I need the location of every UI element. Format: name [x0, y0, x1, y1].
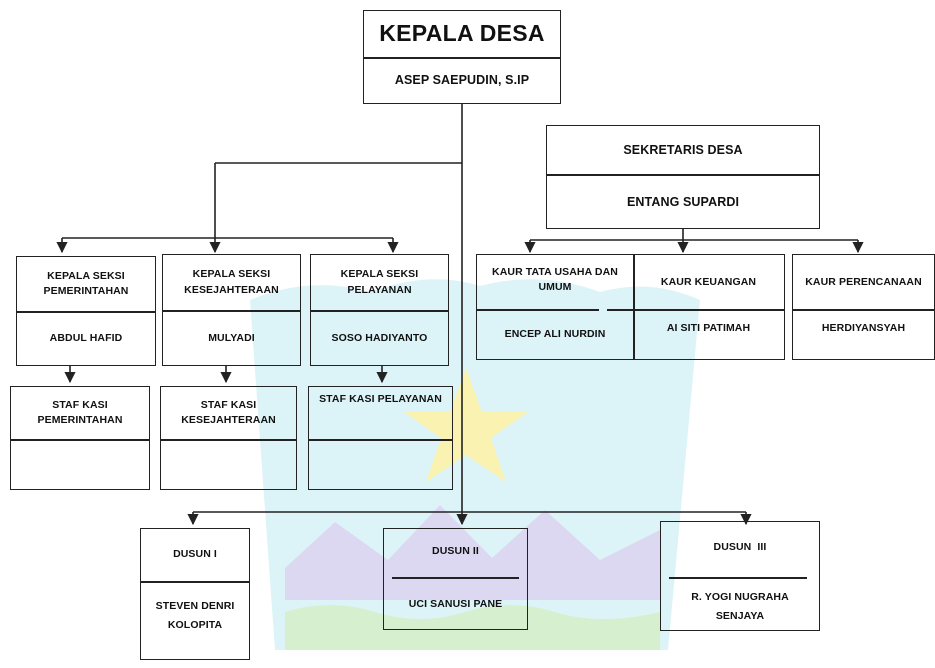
divider [607, 309, 784, 311]
dusun-3-box: DUSUN III R. YOGI NUGRAHA SENJAYA [660, 521, 820, 631]
kasi-pemerintahan-title: KEPALA SEKSI PEMERINTAHAN [43, 269, 129, 297]
kasi-kesejahteraan-box: KEPALA SEKSI KESEJAHTERAAN MULYADI [162, 254, 301, 366]
dusun-1-title: DUSUN I [173, 548, 217, 561]
kaur-perencanaan-name: HERDIYANSYAH [821, 322, 906, 335]
divider [141, 581, 249, 583]
kaur-perencanaan-title: KAUR PERENCANAAN [805, 276, 922, 289]
dusun-2-title: DUSUN II [432, 545, 479, 558]
divider [793, 309, 934, 311]
kaur-group-box: KAUR TATA USAHA DAN UMUM ENCEP ALI NURDI… [476, 254, 785, 360]
kaur-tata-usaha-name: ENCEP ALI NURDIN [504, 328, 606, 341]
kepala-desa-title: KEPALA DESA [379, 20, 545, 47]
kepala-desa-box: KEPALA DESA ASEP SAEPUDIN, S.IP [363, 10, 561, 104]
dusun-3-title: DUSUN III [713, 541, 767, 554]
staf-kasi-pelayanan-label: STAF KASI PELAYANAN [319, 393, 442, 406]
sekretaris-desa-name: ENTANG SUPARDI [626, 194, 740, 209]
staf-kasi-kesejahteraan-label: STAF KASI KESEJAHTERAAN [181, 398, 276, 426]
sekretaris-desa-box: SEKRETARIS DESA ENTANG SUPARDI [546, 125, 820, 229]
kasi-pelayanan-title: KEPALA SEKSI PELAYANAN [340, 268, 419, 296]
divider [161, 439, 296, 441]
divider [633, 255, 635, 359]
kasi-pemerintahan-box: KEPALA SEKSI PEMERINTAHAN ABDUL HAFID [16, 256, 156, 366]
kepala-desa-name: ASEP SAEPUDIN, S.IP [394, 73, 530, 88]
watermark-mountains [285, 505, 660, 600]
divider [392, 577, 519, 579]
staf-kasi-kesejahteraan-box: STAF KASI KESEJAHTERAAN [160, 386, 297, 490]
kaur-perencanaan-box: KAUR PERENCANAAN HERDIYANSYAH [792, 254, 935, 360]
kasi-pelayanan-name: SOSO HADIYANTO [331, 331, 428, 344]
kasi-pelayanan-box: KEPALA SEKSI PELAYANAN SOSO HADIYANTO [310, 254, 449, 366]
kasi-kesejahteraan-title: KEPALA SEKSI KESEJAHTERAAN [184, 268, 279, 296]
divider [11, 439, 149, 441]
dusun-2-box: DUSUN II UCI SANUSI PANE [383, 528, 528, 630]
divider [163, 310, 300, 312]
staf-kasi-pelayanan-box: STAF KASI PELAYANAN [308, 386, 453, 490]
divider [311, 310, 448, 312]
dusun-1-name: STEVEN DENRI KOLOPITA [155, 600, 235, 632]
kasi-kesejahteraan-name: MULYADI [208, 331, 255, 344]
staf-kasi-pemerintahan-box: STAF KASI PEMERINTAHAN [10, 386, 150, 490]
kaur-keuangan-name: AI SITI PATIMAH [666, 322, 751, 335]
divider [364, 57, 560, 59]
staf-kasi-pemerintahan-label: STAF KASI PEMERINTAHAN [37, 398, 123, 426]
dusun-1-box: DUSUN I STEVEN DENRI KOLOPITA [140, 528, 250, 660]
kaur-tata-usaha-title: KAUR TATA USAHA DAN UMUM [492, 265, 618, 293]
divider [309, 439, 452, 441]
sekretaris-desa-title: SEKRETARIS DESA [623, 142, 743, 157]
divider [547, 174, 819, 176]
dusun-3-name: R. YOGI NUGRAHA SENJAYA [691, 590, 789, 622]
watermark-star [404, 368, 528, 482]
dusun-2-name: UCI SANUSI PANE [408, 598, 503, 611]
divider [669, 577, 807, 579]
divider [17, 311, 155, 313]
watermark-waves [285, 605, 660, 650]
kasi-pemerintahan-name: ABDUL HAFID [49, 332, 123, 345]
kaur-keuangan-title: KAUR KEUANGAN [660, 276, 757, 289]
divider [477, 309, 599, 311]
